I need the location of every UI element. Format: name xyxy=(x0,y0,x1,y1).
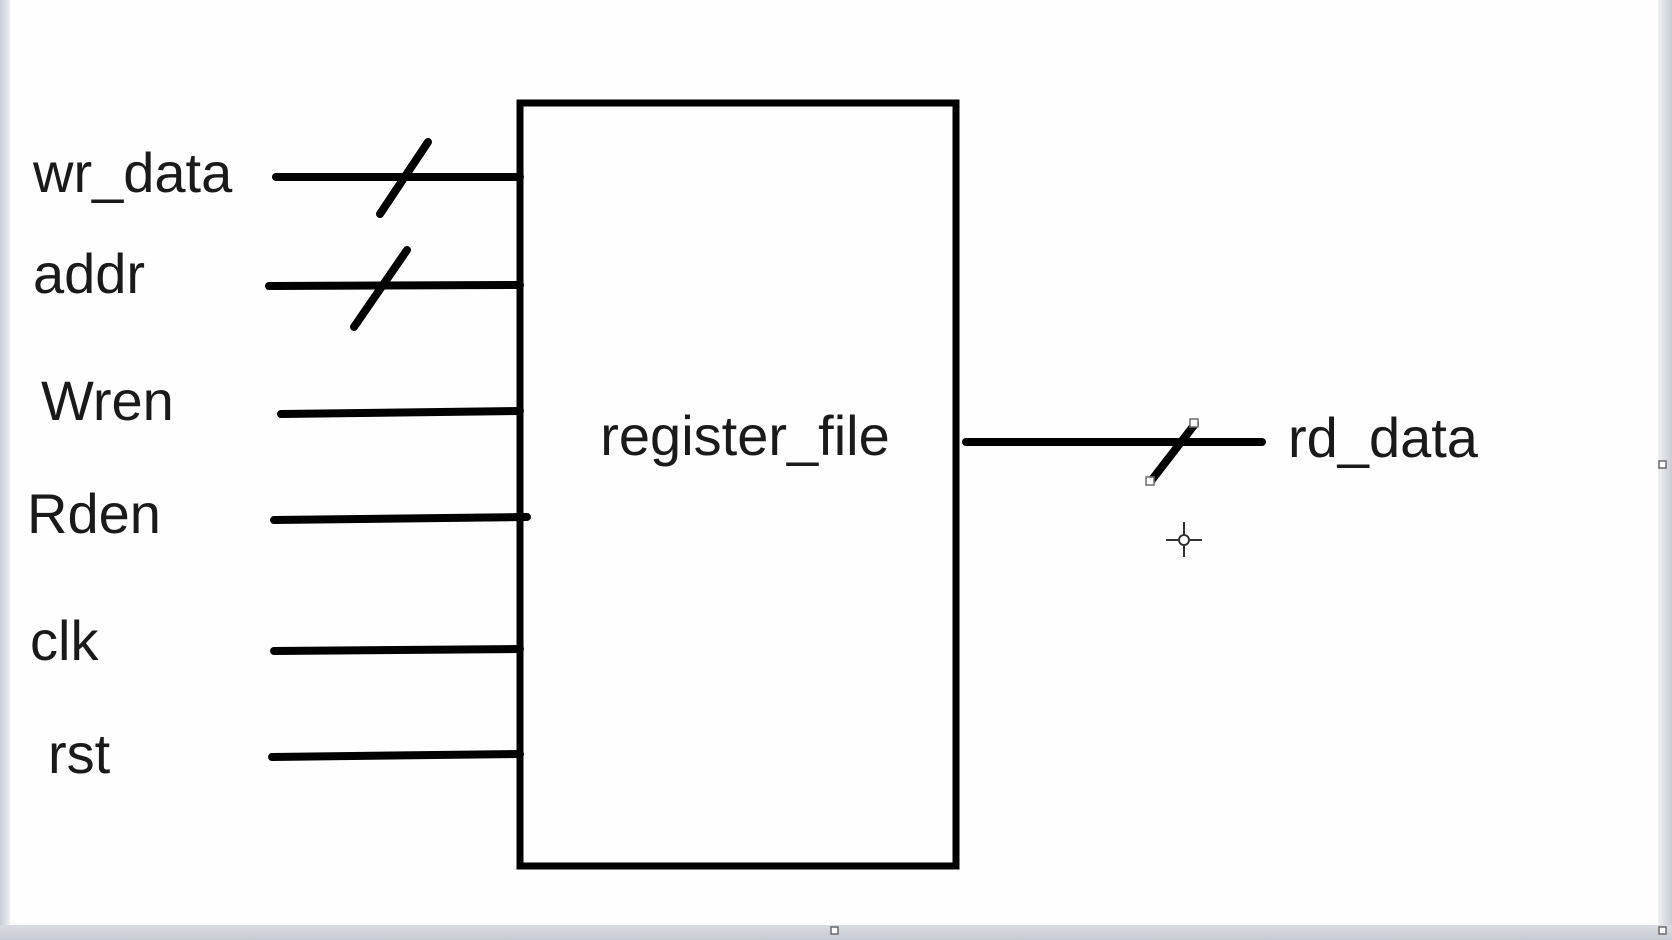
window-frame-left xyxy=(0,0,10,940)
window-frame-right xyxy=(1658,0,1672,940)
signal-label-wren: Wren xyxy=(41,369,174,432)
input-wr-data: wr_data xyxy=(32,138,524,218)
register-file-block[interactable] xyxy=(516,99,960,870)
wire-addr xyxy=(265,281,524,290)
frame-handle-bottom[interactable] xyxy=(830,926,839,935)
input-rst: rst xyxy=(48,722,524,785)
bus-slash-wr-data xyxy=(376,138,432,218)
signal-label-rden: Rden xyxy=(27,482,161,545)
output-rd-data: rd_data xyxy=(962,406,1479,486)
block-label: register_file xyxy=(600,404,889,467)
signal-label-addr: addr xyxy=(33,242,145,305)
signal-label-rst: rst xyxy=(48,722,111,785)
input-addr: addr xyxy=(33,242,524,331)
frame-handle-corner[interactable] xyxy=(1658,926,1667,935)
selection-handle-start[interactable] xyxy=(1145,476,1155,486)
bus-slash-rd-data[interactable] xyxy=(1147,420,1199,485)
input-clk: clk xyxy=(30,609,524,672)
input-rden: Rden xyxy=(27,482,531,545)
signal-label-wr-data: wr_data xyxy=(32,141,233,204)
wire-rden xyxy=(270,513,531,524)
wire-wren xyxy=(277,407,524,418)
signal-label-clk: clk xyxy=(30,609,99,672)
crosshair-move-cursor-icon xyxy=(1166,522,1202,557)
wire-rst xyxy=(268,750,524,761)
selection-handle-end[interactable] xyxy=(1189,418,1199,428)
wire-clk xyxy=(270,645,524,655)
input-wren: Wren xyxy=(41,369,524,432)
bus-slash-addr xyxy=(350,246,411,331)
frame-handle-right[interactable] xyxy=(1658,460,1667,469)
signal-label-rd-data: rd_data xyxy=(1288,406,1479,469)
